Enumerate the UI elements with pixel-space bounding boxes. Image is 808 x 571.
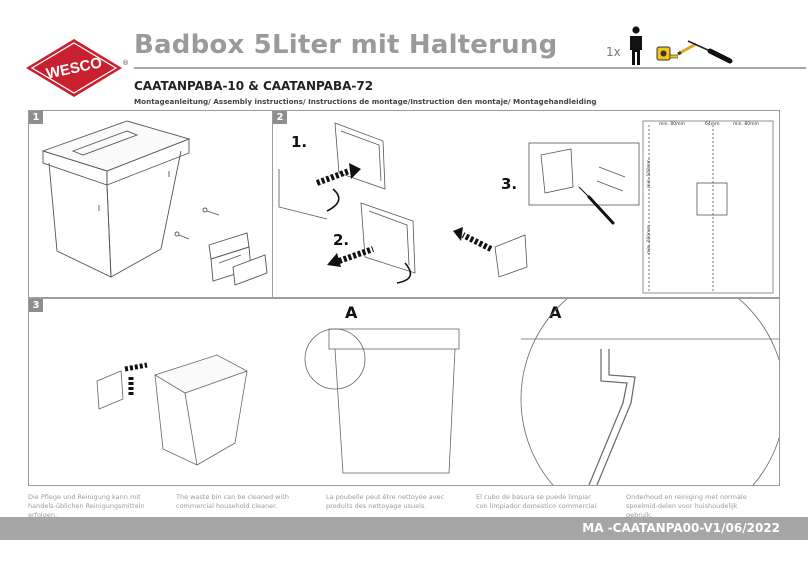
step-2-label: 2. <box>333 231 350 249</box>
detail-label-a-zoom: A <box>549 303 562 322</box>
care-text-es: El cubo de basura se puede limpiar con l… <box>476 493 599 510</box>
panel-2-number: 2 <box>273 111 287 124</box>
hanging-bin-illustration <box>96 299 779 485</box>
mounting-steps-illustration <box>278 120 774 294</box>
panel-1: 1 <box>28 110 274 298</box>
panel-1-number: 1 <box>29 111 43 124</box>
tape-measure-icon <box>656 46 678 61</box>
step-3-label: 3. <box>501 175 518 193</box>
screwdriver-icon <box>687 40 733 64</box>
step-1-label: 1. <box>291 133 308 151</box>
bin-illustration <box>41 120 268 286</box>
care-text-fr: La poubelle peut être nettoyée avec prod… <box>326 493 445 510</box>
instructions-heading: Montageanleitung/ Assembly instructions/… <box>134 97 597 106</box>
care-text-nl: Onderhoud en reiniging met normale spoel… <box>626 493 747 519</box>
panel-2: 2 1. 2. 3. <box>272 110 780 298</box>
dim-top-right: min. 80mm <box>733 122 759 127</box>
product-codes: CAATANPABA-10 & CAATANPABA-72 <box>134 79 374 93</box>
person-icon <box>630 26 642 65</box>
wesco-logo: WESCO ® <box>22 37 129 99</box>
page-title: Badbox 5Liter mit Halterung <box>134 30 558 60</box>
pencil-icon <box>677 42 697 56</box>
dim-side-upper: min. 100mm <box>646 159 652 188</box>
dim-top-mid: 64mm <box>705 122 720 127</box>
document-number: MA -CAATANPA00-V1/06/2022 <box>582 521 780 535</box>
title-underline <box>134 67 806 69</box>
detail-label-a: A <box>345 303 358 322</box>
dim-top-left: min. 80mm <box>659 122 685 127</box>
care-text-de: Die Pflege und Reinigung kann mit handel… <box>28 493 145 519</box>
panel-3-number: 3 <box>29 299 43 312</box>
person-quantity: 1x <box>606 45 621 59</box>
panel-3: 3 A A <box>28 298 780 486</box>
footer-bar <box>0 517 808 540</box>
care-text-en: The waste bin can be cleaned with commer… <box>176 493 289 510</box>
registered-mark: ® <box>122 59 129 67</box>
dim-side-lower: min. 200mm <box>646 225 652 254</box>
